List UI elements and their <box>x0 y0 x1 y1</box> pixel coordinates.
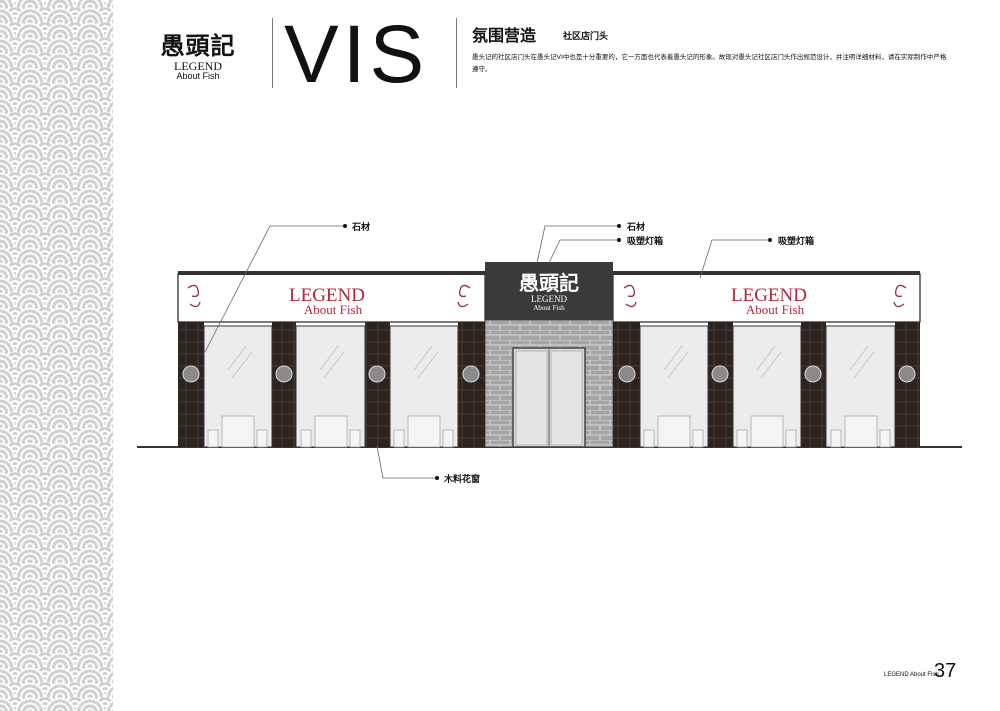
page-number: 37 <box>934 660 957 682</box>
callout-wood-window: 木料花窗 <box>444 475 481 485</box>
window-interior-details <box>227 345 875 379</box>
wood-lattice-pillars <box>178 322 920 447</box>
header-divider <box>456 18 457 88</box>
decorative-wave-pattern <box>0 0 113 711</box>
center-logo-sign <box>485 262 613 320</box>
banner-right-legend: LEGEND <box>731 285 807 306</box>
callout-lightbox-center: 吸塑灯箱 <box>627 237 664 247</box>
center-sign-logo-en1: LEGEND <box>531 294 567 304</box>
callout-leader-lines <box>204 225 768 479</box>
footer-brand: LEGEND About Fish <box>884 672 939 678</box>
callout-lightbox-right: 吸塑灯箱 <box>778 237 815 247</box>
callout-stone-left: 石材 <box>352 223 371 233</box>
banner-right-aboutfish: About Fish <box>746 302 805 317</box>
medallion-ornaments <box>182 365 916 383</box>
center-sign-logo-cn: 愚頭記 <box>519 271 579 295</box>
banner-left-aboutfish: About Fish <box>304 302 363 317</box>
center-sign-logo-en2: About Fish <box>533 304 565 312</box>
brand-logo: 愚頭記 LEGEND About Fish <box>128 26 268 86</box>
banner-left-legend: LEGEND <box>289 285 365 306</box>
left-lightbox-banner <box>177 273 486 323</box>
page-title: VIS <box>284 9 429 100</box>
cloud-ornament-icon <box>187 284 907 308</box>
section-subtitle: 社区店门头 <box>563 32 609 42</box>
table-chair-sets <box>207 415 891 448</box>
header-divider <box>272 18 273 88</box>
logo-english-line1: LEGEND <box>174 59 222 73</box>
section-description: 愚头记的社区店门头在愚头记VI中也是十分重要的，它一方面也代表着愚头记的形象。故… <box>472 53 947 73</box>
logo-english-line2: About Fish <box>176 71 220 81</box>
callout-stone-center: 石材 <box>627 223 646 233</box>
callout-bullets <box>343 224 772 480</box>
section-title: 氛围营造 <box>472 26 537 45</box>
logo-chinese: 愚頭記 <box>160 31 236 60</box>
